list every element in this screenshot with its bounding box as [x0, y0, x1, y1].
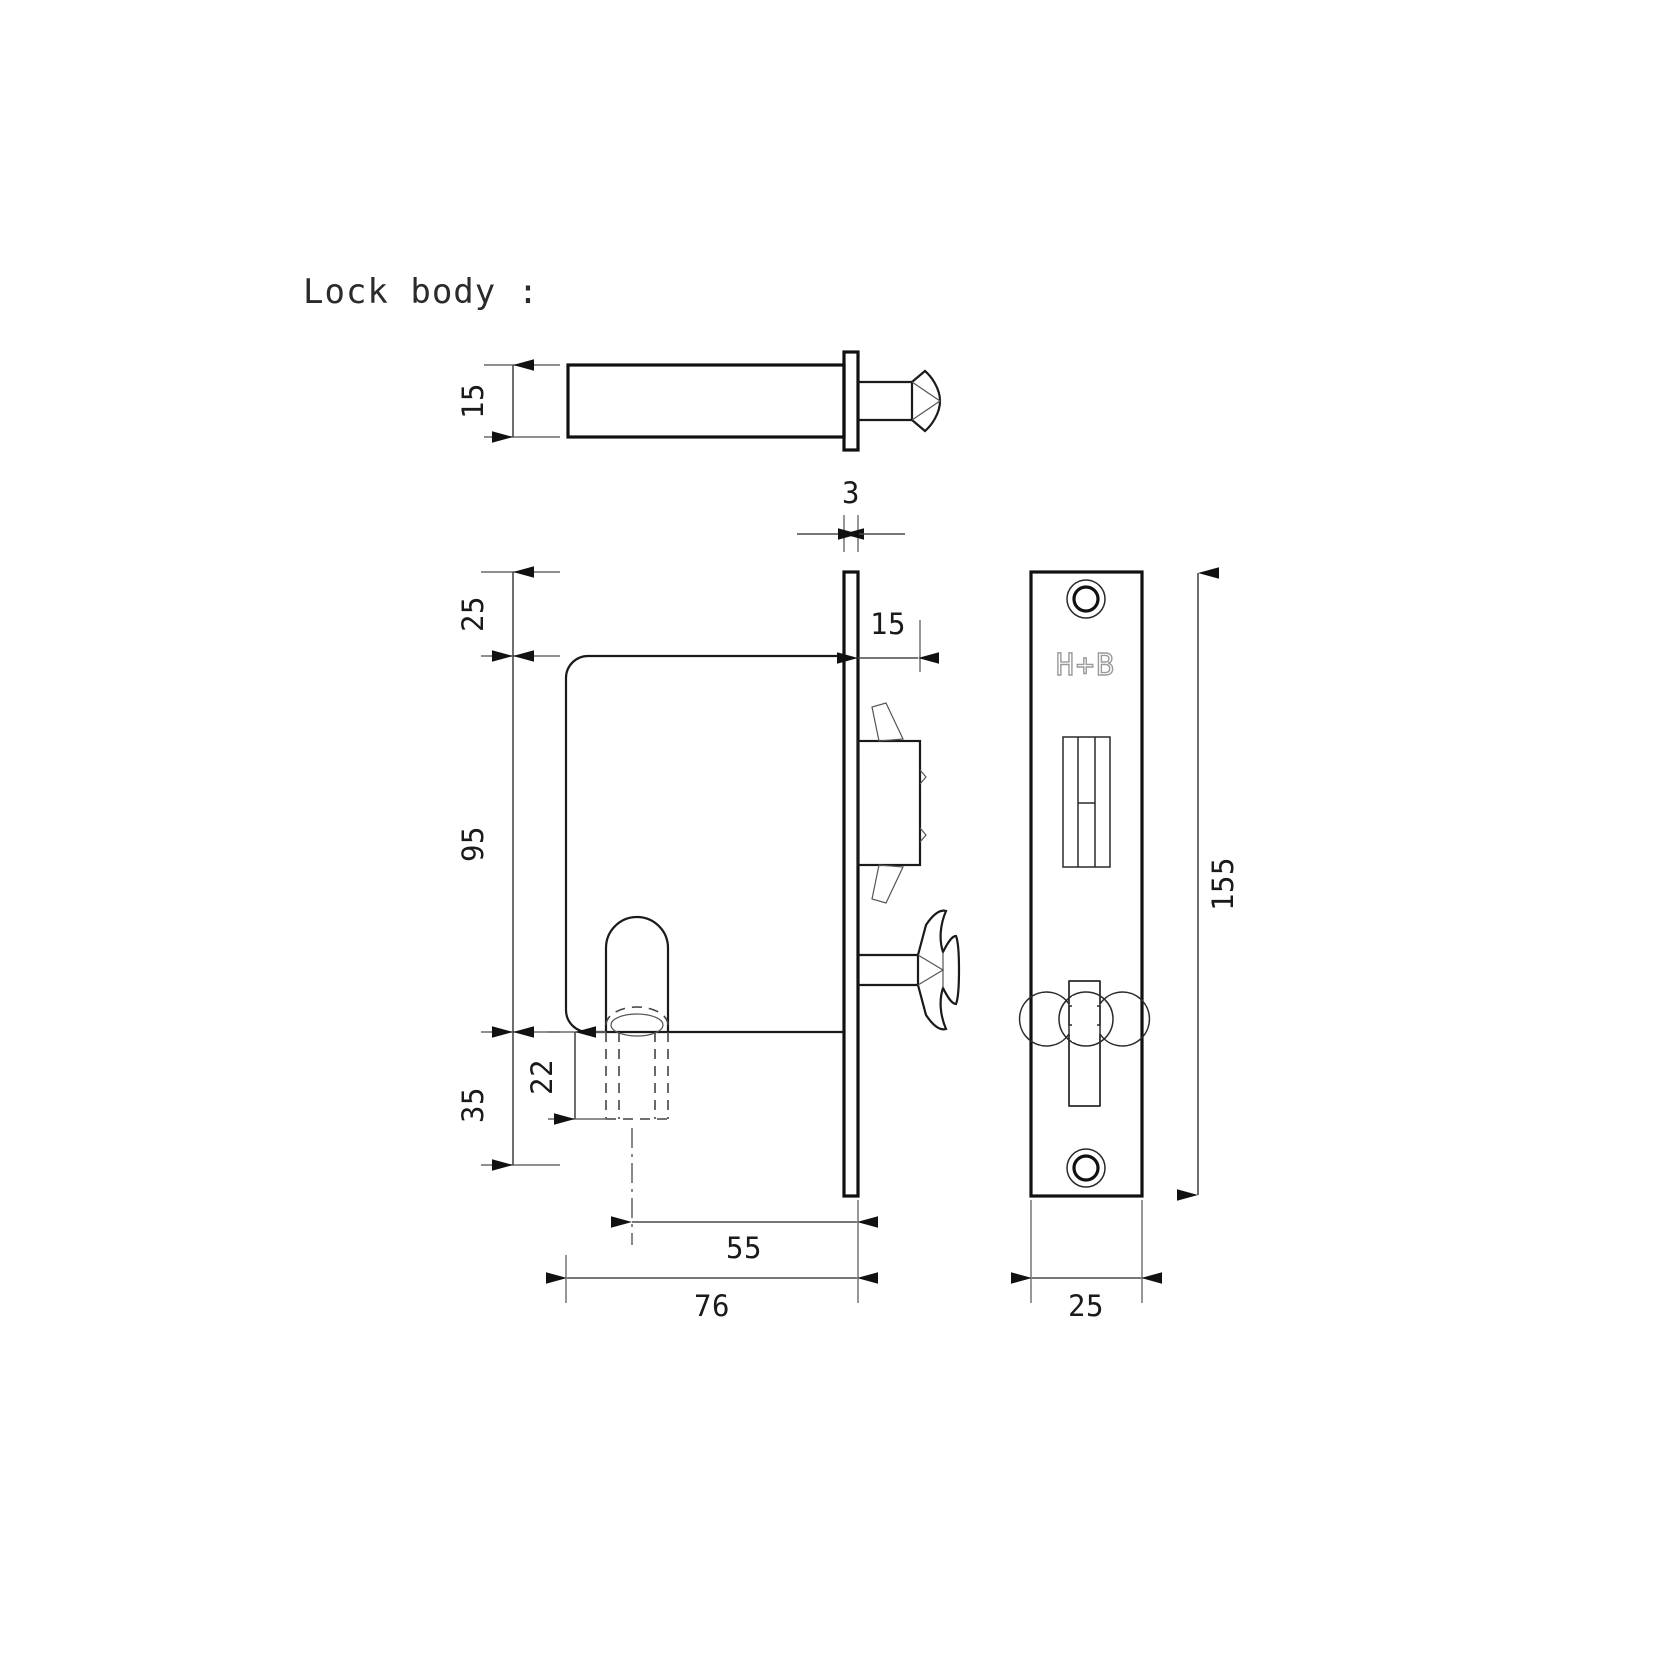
faceplate-front-view-group: H+B 155 25 — [1011, 567, 1240, 1323]
dim-label-22: 22 — [525, 1059, 559, 1095]
faceplate-hook-circle-right — [1099, 991, 1151, 1047]
faceplate-screw-hole-top-inner — [1072, 585, 1100, 613]
top-view-lock-body — [566, 363, 846, 439]
section-lock-body-outline — [564, 654, 844, 1034]
faceplate-hook-opening-mask — [1072, 996, 1097, 1042]
top-view-bolt-shaft — [858, 380, 912, 422]
faceplate-latch-opening — [1062, 736, 1111, 868]
section-latch-notch-upper — [919, 769, 927, 785]
section-latch-tab-upper — [871, 702, 904, 742]
dim-label-95: 95 — [456, 826, 490, 862]
section-keyway-slot — [610, 1013, 664, 1037]
faceplate-hook-opening-edges — [1068, 980, 1101, 1107]
top-view-bolt-head-facets — [911, 381, 942, 421]
page-title: Lock body : — [303, 272, 539, 312]
faceplate-screw-hole-bottom-outer — [1066, 1148, 1106, 1188]
section-keyway-boss — [604, 915, 670, 1032]
section-keyway-hidden-arc — [605, 1006, 669, 1026]
faceplate-screw-hole-top-outer — [1066, 579, 1106, 619]
section-hook-bolt-head — [916, 909, 961, 1031]
top-view-group: 15 — [456, 350, 942, 452]
section-hook-bolt-shaft — [858, 953, 918, 987]
top-view-bolt-head — [910, 369, 942, 433]
faceplate-hook-opening-circle — [1058, 991, 1114, 1047]
faceplate-hook-circle-left — [1018, 991, 1070, 1047]
dim-label-25-width: 25 — [1068, 1289, 1104, 1323]
section-latch-notch-lower — [919, 827, 927, 843]
section-faceplate — [842, 570, 860, 1198]
faceplate-outline — [1029, 570, 1144, 1198]
dim-label-55: 55 — [726, 1231, 762, 1265]
dim-label-thickness-15: 15 — [456, 383, 490, 419]
dim-label-hook-15: 15 — [870, 607, 906, 641]
section-latch-tab-lower — [871, 864, 904, 904]
faceplate-screw-hole-bottom-inner — [1072, 1154, 1100, 1182]
dim-label-76: 76 — [694, 1289, 730, 1323]
dim-label-35: 35 — [456, 1087, 490, 1123]
dim-faceplate-thickness-group: 3 — [797, 476, 905, 552]
brand-label: H+B — [1056, 648, 1116, 683]
section-view-group: 25 95 35 22 15 55 76 — [456, 566, 961, 1323]
section-hidden-boss-outer — [605, 1032, 669, 1120]
dim-label-25: 25 — [456, 596, 490, 632]
dim-label-3: 3 — [842, 476, 860, 510]
section-hidden-boss-inner — [618, 1032, 656, 1119]
section-hook-bolt-facet — [917, 954, 945, 986]
section-latch-bolt — [856, 739, 922, 867]
top-view-faceplate — [842, 350, 860, 452]
dim-label-155: 155 — [1206, 857, 1240, 911]
